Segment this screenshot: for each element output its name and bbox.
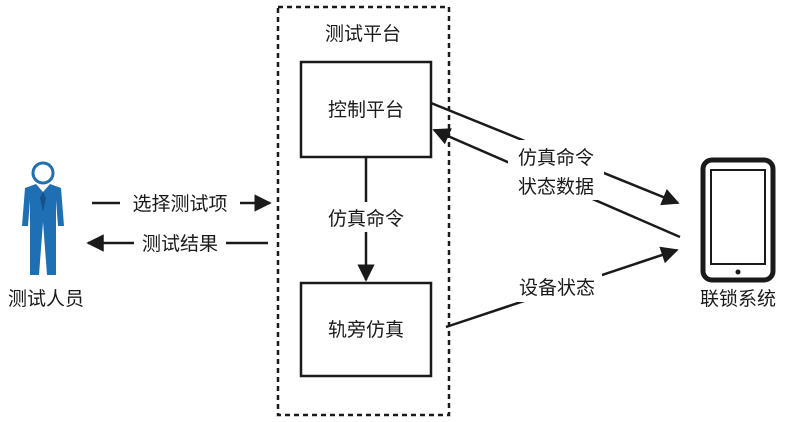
interlock-labels-bg [508, 140, 604, 200]
person-icon [22, 161, 64, 275]
platform-title: 测试平台 [325, 23, 401, 45]
select-item-label: 选择测试项 [132, 193, 227, 215]
device-status-label-bg [512, 272, 602, 302]
control-platform-box [299, 60, 433, 159]
internal-label-bg [318, 202, 414, 232]
trackside-sim-label: 轨旁仿真 [328, 319, 404, 341]
test-result-label: 测试结果 [142, 233, 218, 255]
internal-sim-command-label: 仿真命令 [328, 208, 404, 230]
test-result-label-bg [134, 228, 226, 256]
tester-label: 测试人员 [8, 288, 84, 310]
tablet-icon [700, 157, 776, 283]
device-status-label: 设备状态 [519, 277, 595, 299]
trackside-sim-box [299, 281, 433, 378]
control-platform-label: 控制平台 [328, 99, 404, 121]
sim-command-label: 仿真命令 [518, 147, 594, 169]
status-data-label: 状态数据 [518, 176, 594, 198]
select-item-label-bg [120, 188, 240, 216]
test-platform-container [276, 5, 451, 417]
interlock-label: 联锁系统 [700, 288, 776, 310]
